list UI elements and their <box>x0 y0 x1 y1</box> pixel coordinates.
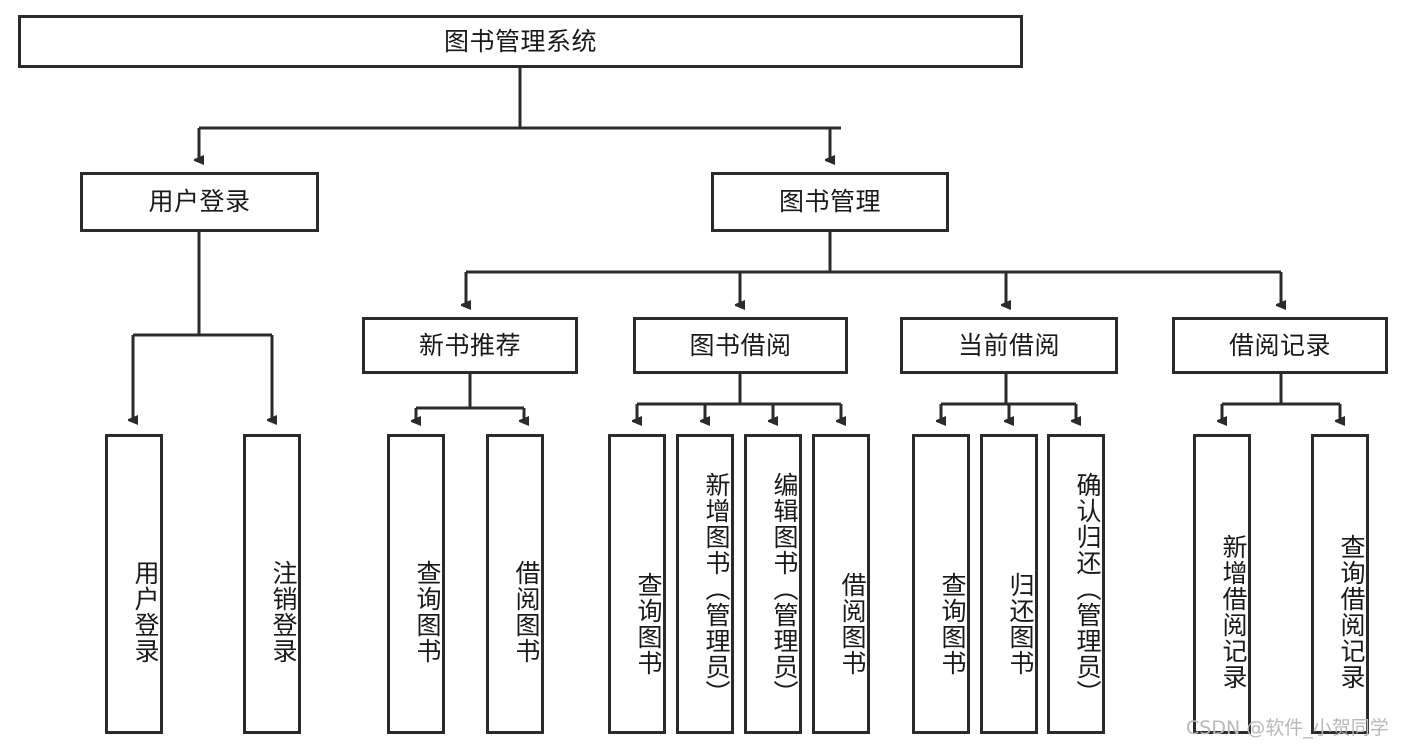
node-current-borrow[interactable]: 当前借阅 <box>900 317 1118 374</box>
leaf-book-borrow-borrow-books[interactable]: 借阅图书 <box>812 434 870 734</box>
leaf-new-book-query-books[interactable]: 查询图书 <box>387 434 445 734</box>
leaf-book-borrow-add-book-admin[interactable]: 新增图书（管理员） <box>676 434 734 734</box>
node-new-book-recommendation[interactable]: 新书推荐 <box>362 317 578 374</box>
leaf-current-borrow-query-books[interactable]: 查询图书 <box>912 434 970 734</box>
leaf-borrow-record-query-record[interactable]: 查询借阅记录 <box>1311 434 1369 734</box>
node-root-book-management-system[interactable]: 图书管理系统 <box>18 15 1023 68</box>
node-user-login[interactable]: 用户登录 <box>80 172 319 232</box>
leaf-user-login-login[interactable]: 用户登录 <box>105 434 163 734</box>
leaf-borrow-record-add-record[interactable]: 新增借阅记录 <box>1193 434 1251 734</box>
leaf-user-login-logout[interactable]: 注销登录 <box>243 434 301 734</box>
node-borrow-record[interactable]: 借阅记录 <box>1172 317 1388 374</box>
node-book-management[interactable]: 图书管理 <box>711 172 949 232</box>
leaf-current-borrow-confirm-return-admin[interactable]: 确认归还（管理员） <box>1047 434 1105 734</box>
csdn-watermark: CSDN @软件_小贺同学 <box>1186 717 1389 739</box>
leaf-book-borrow-query-books[interactable]: 查询图书 <box>608 434 666 734</box>
leaf-new-book-borrow-books[interactable]: 借阅图书 <box>486 434 544 734</box>
node-book-borrow[interactable]: 图书借阅 <box>633 317 848 374</box>
leaf-current-borrow-return-books[interactable]: 归还图书 <box>980 434 1038 734</box>
leaf-book-borrow-edit-book-admin[interactable]: 编辑图书（管理员） <box>744 434 802 734</box>
